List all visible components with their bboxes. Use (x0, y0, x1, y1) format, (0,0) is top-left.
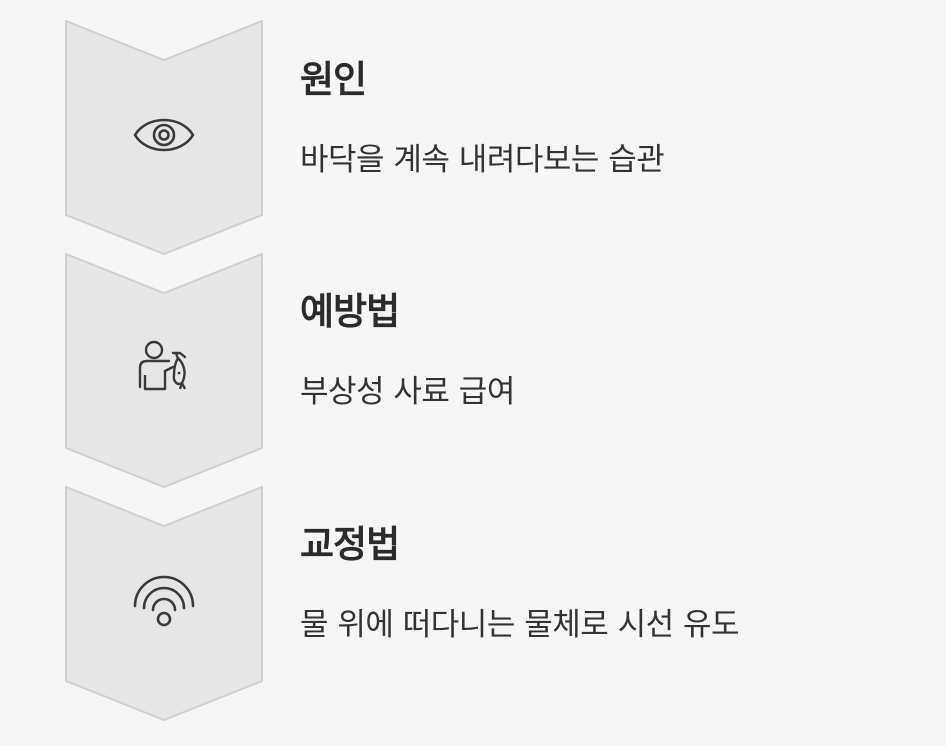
eye-icon (133, 118, 195, 152)
step-description-cause: 바닥을 계속 내려다보는 습관 (300, 142, 665, 178)
step-text-1: 원인 바닥을 계속 내려다보는 습관 (300, 58, 920, 180)
chevron-shape (65, 486, 263, 722)
step-title-cause: 원인 (300, 58, 367, 101)
chevron-step-1 (65, 20, 263, 256)
chevron-shape (65, 20, 263, 256)
floating-signal-icon (133, 575, 195, 627)
step-title-prevention: 예방법 (300, 290, 400, 333)
chevron-step-3 (65, 486, 263, 722)
chevron-step-2 (65, 253, 263, 489)
step-text-3: 교정법 물 위에 떠다니는 물체로 시선 유도 (300, 523, 920, 645)
step-description-prevention: 부상성 사료 급여 (300, 374, 515, 410)
step-text-2: 예방법 부상성 사료 급여 (300, 290, 920, 412)
step-description-correction: 물 위에 떠다니는 물체로 시선 유도 (300, 607, 740, 643)
person-feeding-fish-icon (138, 340, 187, 391)
step-title-correction: 교정법 (300, 523, 400, 566)
